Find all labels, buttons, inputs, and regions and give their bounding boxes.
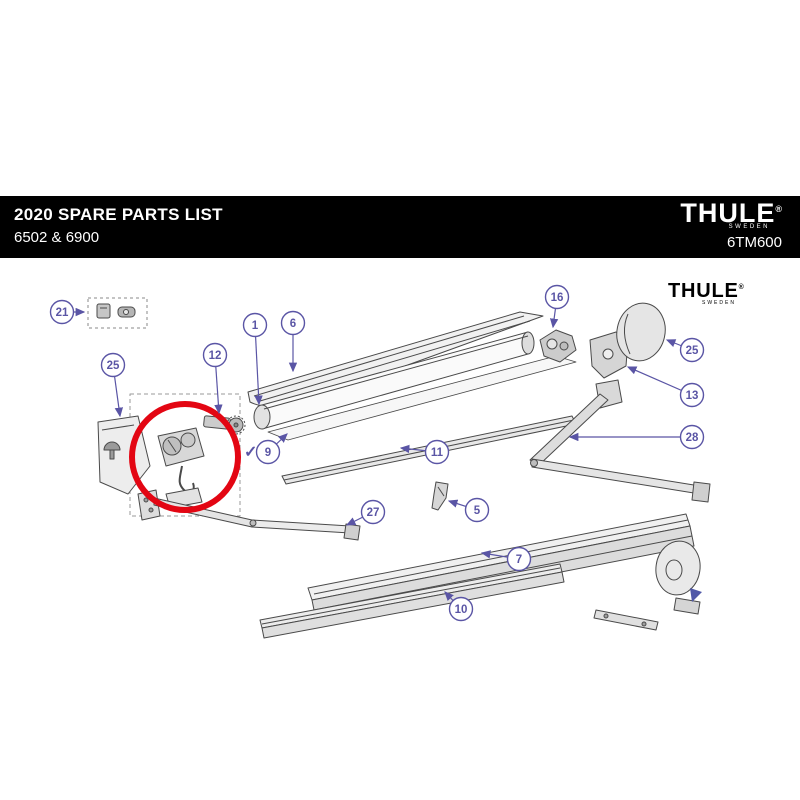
callout-25: 25 <box>665 337 705 363</box>
small-blue-clip <box>690 588 702 602</box>
highlight-circle <box>129 401 241 513</box>
callout-number: 10 <box>455 604 468 616</box>
part-roller-tube <box>253 331 535 430</box>
callout-25: 25 <box>100 352 126 418</box>
brand-subtext: SWEDEN <box>702 300 736 306</box>
callout-11: 11 <box>399 439 450 465</box>
callout-13: 13 <box>626 366 705 408</box>
brand-name: THULE <box>680 198 776 228</box>
callout-5: 5 <box>447 497 490 523</box>
callout-number: 25 <box>107 360 120 372</box>
part-support-arm-left <box>137 489 361 541</box>
callout-12: 12 <box>202 342 228 415</box>
part-end-cap-bottom-right <box>655 540 702 615</box>
part-case-lid <box>247 311 544 408</box>
callout-number: 12 <box>209 350 222 362</box>
part-support-arm-right <box>529 379 711 503</box>
callout-number: 25 <box>686 345 699 357</box>
callout-number: 6 <box>290 318 296 330</box>
part-lead-rail <box>259 563 565 639</box>
callout-number: 5 <box>474 505 481 517</box>
model-numbers: 6502 & 6900 <box>14 229 100 246</box>
callout-number: 27 <box>367 507 380 519</box>
part-code: 6TM600 <box>726 234 782 251</box>
callout-number: 13 <box>686 390 699 402</box>
callout-7: 7 <box>480 546 532 572</box>
callout-16: 16 <box>544 284 570 329</box>
callout-9: 9✓ <box>244 433 288 465</box>
thule-logo-diagram: THULE® SWEDEN <box>668 281 760 306</box>
callout-number: 28 <box>686 432 699 444</box>
callout-10: 10 <box>444 591 474 622</box>
thule-logo-header: THULE® SWEDEN <box>680 198 782 231</box>
part-hardware-strip <box>593 609 659 631</box>
callout-number: 11 <box>431 447 444 459</box>
part-clip <box>431 481 449 511</box>
callout-number: 21 <box>56 307 69 319</box>
parts-drawing <box>87 297 711 639</box>
document-title: 2020 SPARE PARTS LIST <box>14 205 223 224</box>
part-motor <box>539 329 577 363</box>
callout-1: 1 <box>242 312 268 406</box>
callout-6: 6 <box>280 310 306 373</box>
highlight-layer <box>129 401 241 513</box>
callout-21: 21 <box>49 299 86 325</box>
registered-mark: ® <box>775 204 782 214</box>
part-end-cap-right <box>616 302 666 362</box>
checkmark: ✓ <box>244 444 257 461</box>
brand-name: THULE <box>668 280 739 302</box>
part-fastener-kit <box>87 297 148 329</box>
part-gearbox-crank <box>157 427 205 509</box>
callout-number: 7 <box>516 554 522 566</box>
registered-mark: ® <box>738 284 744 291</box>
brand-subtext: SWEDEN <box>728 224 770 230</box>
callout-number: 1 <box>252 320 259 332</box>
callout-27: 27 <box>345 499 386 526</box>
callout-number: 9 <box>265 447 271 459</box>
callout-28: 28 <box>568 424 705 450</box>
header-bar: 2020 SPARE PARTS LIST 6502 & 6900 THULE®… <box>0 196 800 258</box>
callout-number: 16 <box>551 292 564 304</box>
